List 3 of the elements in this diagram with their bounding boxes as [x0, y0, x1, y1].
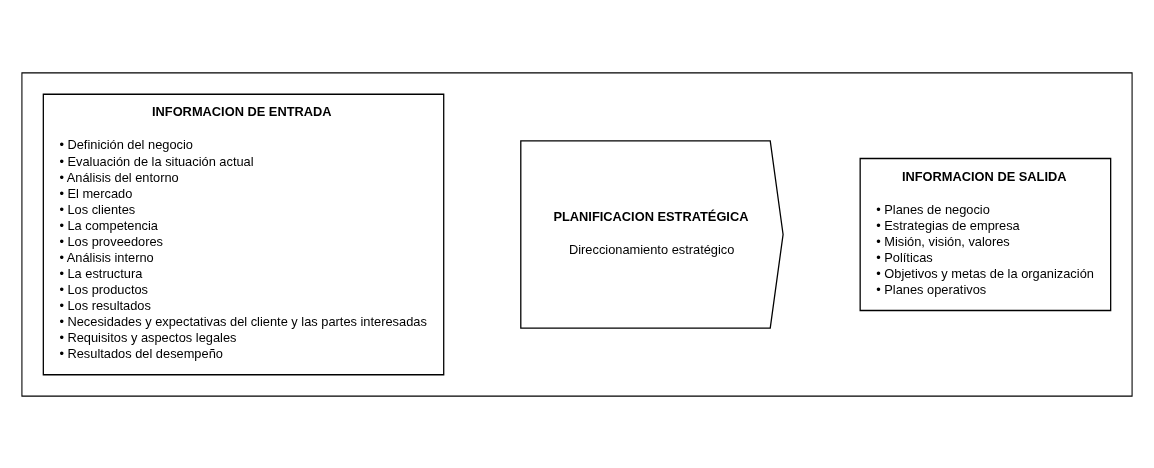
- cluster: [21, 71, 1133, 397]
- node-box: INFORMACION DE ENTRADA • Definición del negocio • Evaluación de la situación actual • Análisis del entorno • El mercado • Los clientes • La competencia • Los proveedores • Análisis interno • La estructura • Los productos • Los resultados • Necesidades y expectativas del cliente y las partes interesadas • Requisitos y aspectos legales • Resultados del desempeño: [42, 93, 445, 375]
- node-box: INFORMACION DE SALIDA • Planes de negocio • Estrategias de empresa • Misión, visión, valores • Políticas • Objetivos y metas de la organización • Planes operativos: [859, 157, 1112, 311]
